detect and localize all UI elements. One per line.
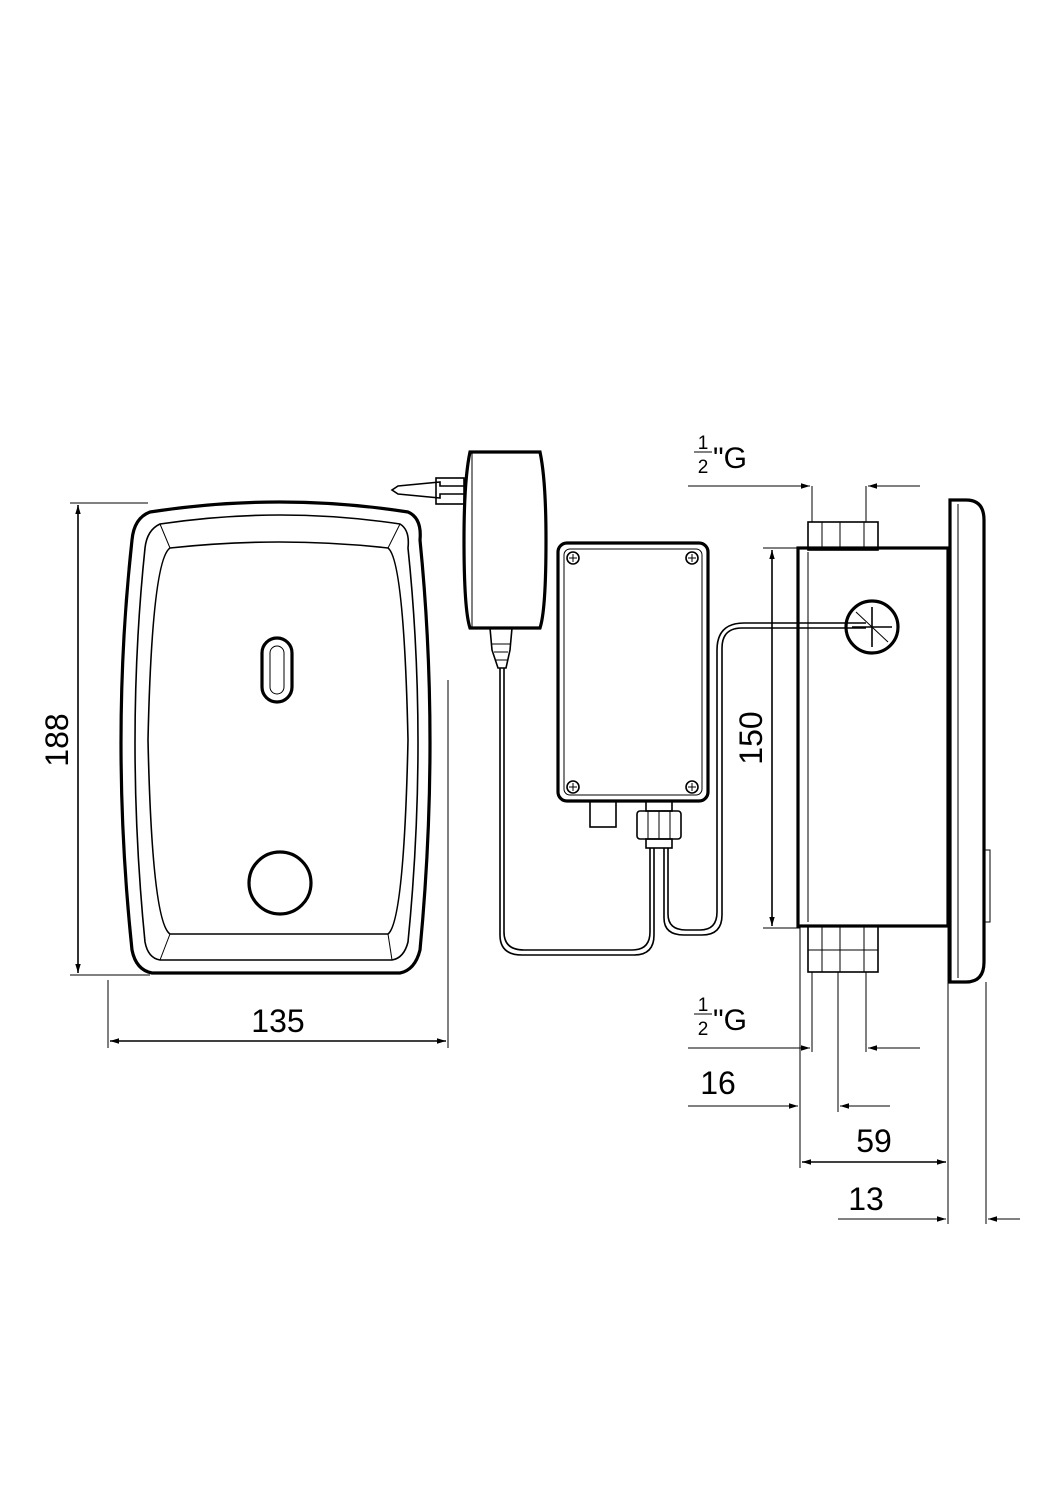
adapter-cable xyxy=(499,668,655,956)
control-box xyxy=(556,541,866,936)
plug-pins xyxy=(390,481,464,499)
front-plate xyxy=(119,500,432,975)
dim-188-label: 188 xyxy=(39,713,75,766)
dim-13-label: 13 xyxy=(848,1181,884,1217)
dimension-inlet-bottom: 1 2 "G xyxy=(688,972,920,1052)
dimension-width-front: 135 xyxy=(107,680,449,1048)
inlet-bottom-numerator: 1 xyxy=(698,995,709,1016)
dim-135-label: 135 xyxy=(251,1003,304,1039)
dimension-height-box: 150 xyxy=(733,547,800,929)
dimension-16: 16 xyxy=(688,926,890,1168)
screw-icon xyxy=(566,551,699,794)
dimension-13: 13 xyxy=(838,982,1020,1224)
inlet-bottom-suffix: "G xyxy=(713,1004,747,1037)
dimension-59: 59 xyxy=(802,926,949,1224)
cover-plate-side xyxy=(948,498,986,984)
push-button-icon xyxy=(247,850,313,916)
inlet-top-numerator: 1 xyxy=(698,433,709,454)
dim-59-label: 59 xyxy=(856,1123,892,1159)
dimension-inlet-top: 1 2 "G xyxy=(688,433,920,522)
connector-port xyxy=(589,800,617,828)
sensor-window xyxy=(260,636,294,704)
dim-16-label: 16 xyxy=(700,1065,736,1101)
inlet-top-suffix: "G xyxy=(713,442,747,475)
cable-gland xyxy=(636,800,682,849)
solenoid-icon xyxy=(844,599,900,655)
valve-side-view xyxy=(796,498,991,984)
valve-cable xyxy=(663,627,866,936)
dim-150-label: 150 xyxy=(733,711,769,764)
power-adapter xyxy=(390,450,655,956)
dimension-height-front: 188 xyxy=(39,502,150,976)
adapter-cable-strain-relief xyxy=(489,627,513,669)
inlet-top-denominator: 2 xyxy=(698,457,709,478)
inlet-bottom-denominator: 2 xyxy=(698,1019,709,1040)
